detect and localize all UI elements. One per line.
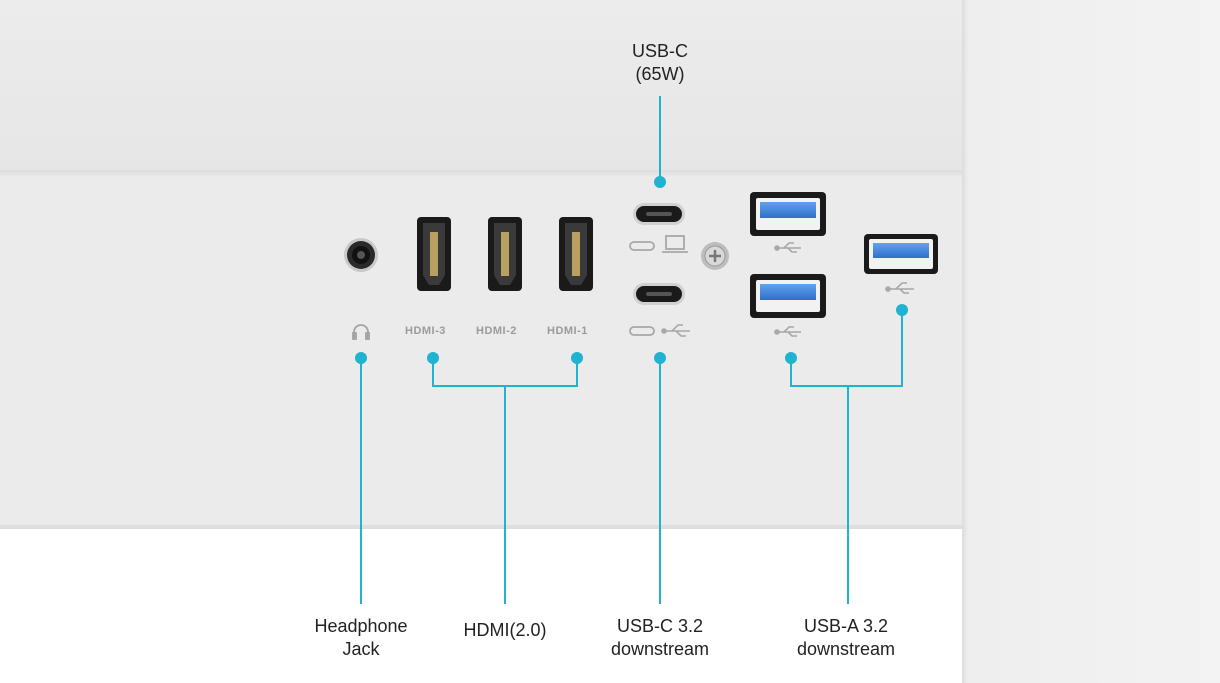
- usb-symbol-icon: [661, 324, 690, 337]
- usb-c-downstream-label-1: USB-C 3.2: [616, 616, 704, 636]
- headphone-jack-port: [344, 238, 378, 272]
- io-panel: [0, 178, 962, 528]
- callout-lines: [360, 96, 903, 604]
- headphone-label-2: Jack: [342, 639, 380, 659]
- usb-c-power-watt: (65W): [635, 64, 685, 84]
- hdmi-3-label: HDMI-3: [405, 325, 446, 337]
- screw-icon: [701, 242, 729, 270]
- laptop-icon: [662, 235, 688, 253]
- usb-symbol-icon: [885, 282, 914, 294]
- monitor-back-upper: [0, 0, 962, 176]
- usb-c-downstream-callout: USB-C 3.2 downstream: [560, 615, 760, 661]
- hdmi-callout: HDMI(2.0): [405, 619, 605, 642]
- usb-c-power-label: USB-C: [631, 41, 688, 61]
- usb-c-power-callout: USB-C (65W): [560, 40, 760, 86]
- headphone-callout: Headphone Jack: [261, 615, 461, 661]
- floor-area: [0, 529, 962, 683]
- usb-c-symbol-icon: [629, 241, 655, 251]
- hdmi-port-2: [488, 217, 522, 291]
- hdmi-2-label: HDMI-2: [476, 325, 517, 337]
- io-panel-edge: [0, 525, 962, 529]
- usb-c-symbol-icon: [629, 326, 655, 336]
- hdmi-port-1: [559, 217, 593, 291]
- monitor-back-ridge: [0, 170, 962, 180]
- background-wall: [962, 0, 1220, 683]
- usb-c-downstream-port: [633, 283, 685, 305]
- usb-a-downstream-label-1: USB-A 3.2: [803, 616, 889, 636]
- usb-a-port-3: [864, 234, 938, 274]
- hdmi-1-label: HDMI-1: [547, 325, 588, 337]
- usb-a-port-1: [750, 192, 826, 236]
- headphone-label-1: Headphone: [314, 616, 408, 636]
- callout-dots: [355, 176, 908, 364]
- usb-symbol-icon: [774, 242, 801, 253]
- hdmi-label: HDMI(2.0): [463, 620, 547, 640]
- usb-symbol-icon: [774, 326, 801, 337]
- usb-a-downstream-label-2: downstream: [796, 639, 896, 659]
- usb-a-port-2: [750, 274, 826, 318]
- usb-c-power-port: [633, 203, 685, 225]
- usb-c-downstream-label-2: downstream: [610, 639, 710, 659]
- hdmi-port-3: [417, 217, 451, 291]
- usb-a-downstream-callout: USB-A 3.2 downstream: [746, 615, 946, 661]
- headphone-icon: [352, 324, 370, 340]
